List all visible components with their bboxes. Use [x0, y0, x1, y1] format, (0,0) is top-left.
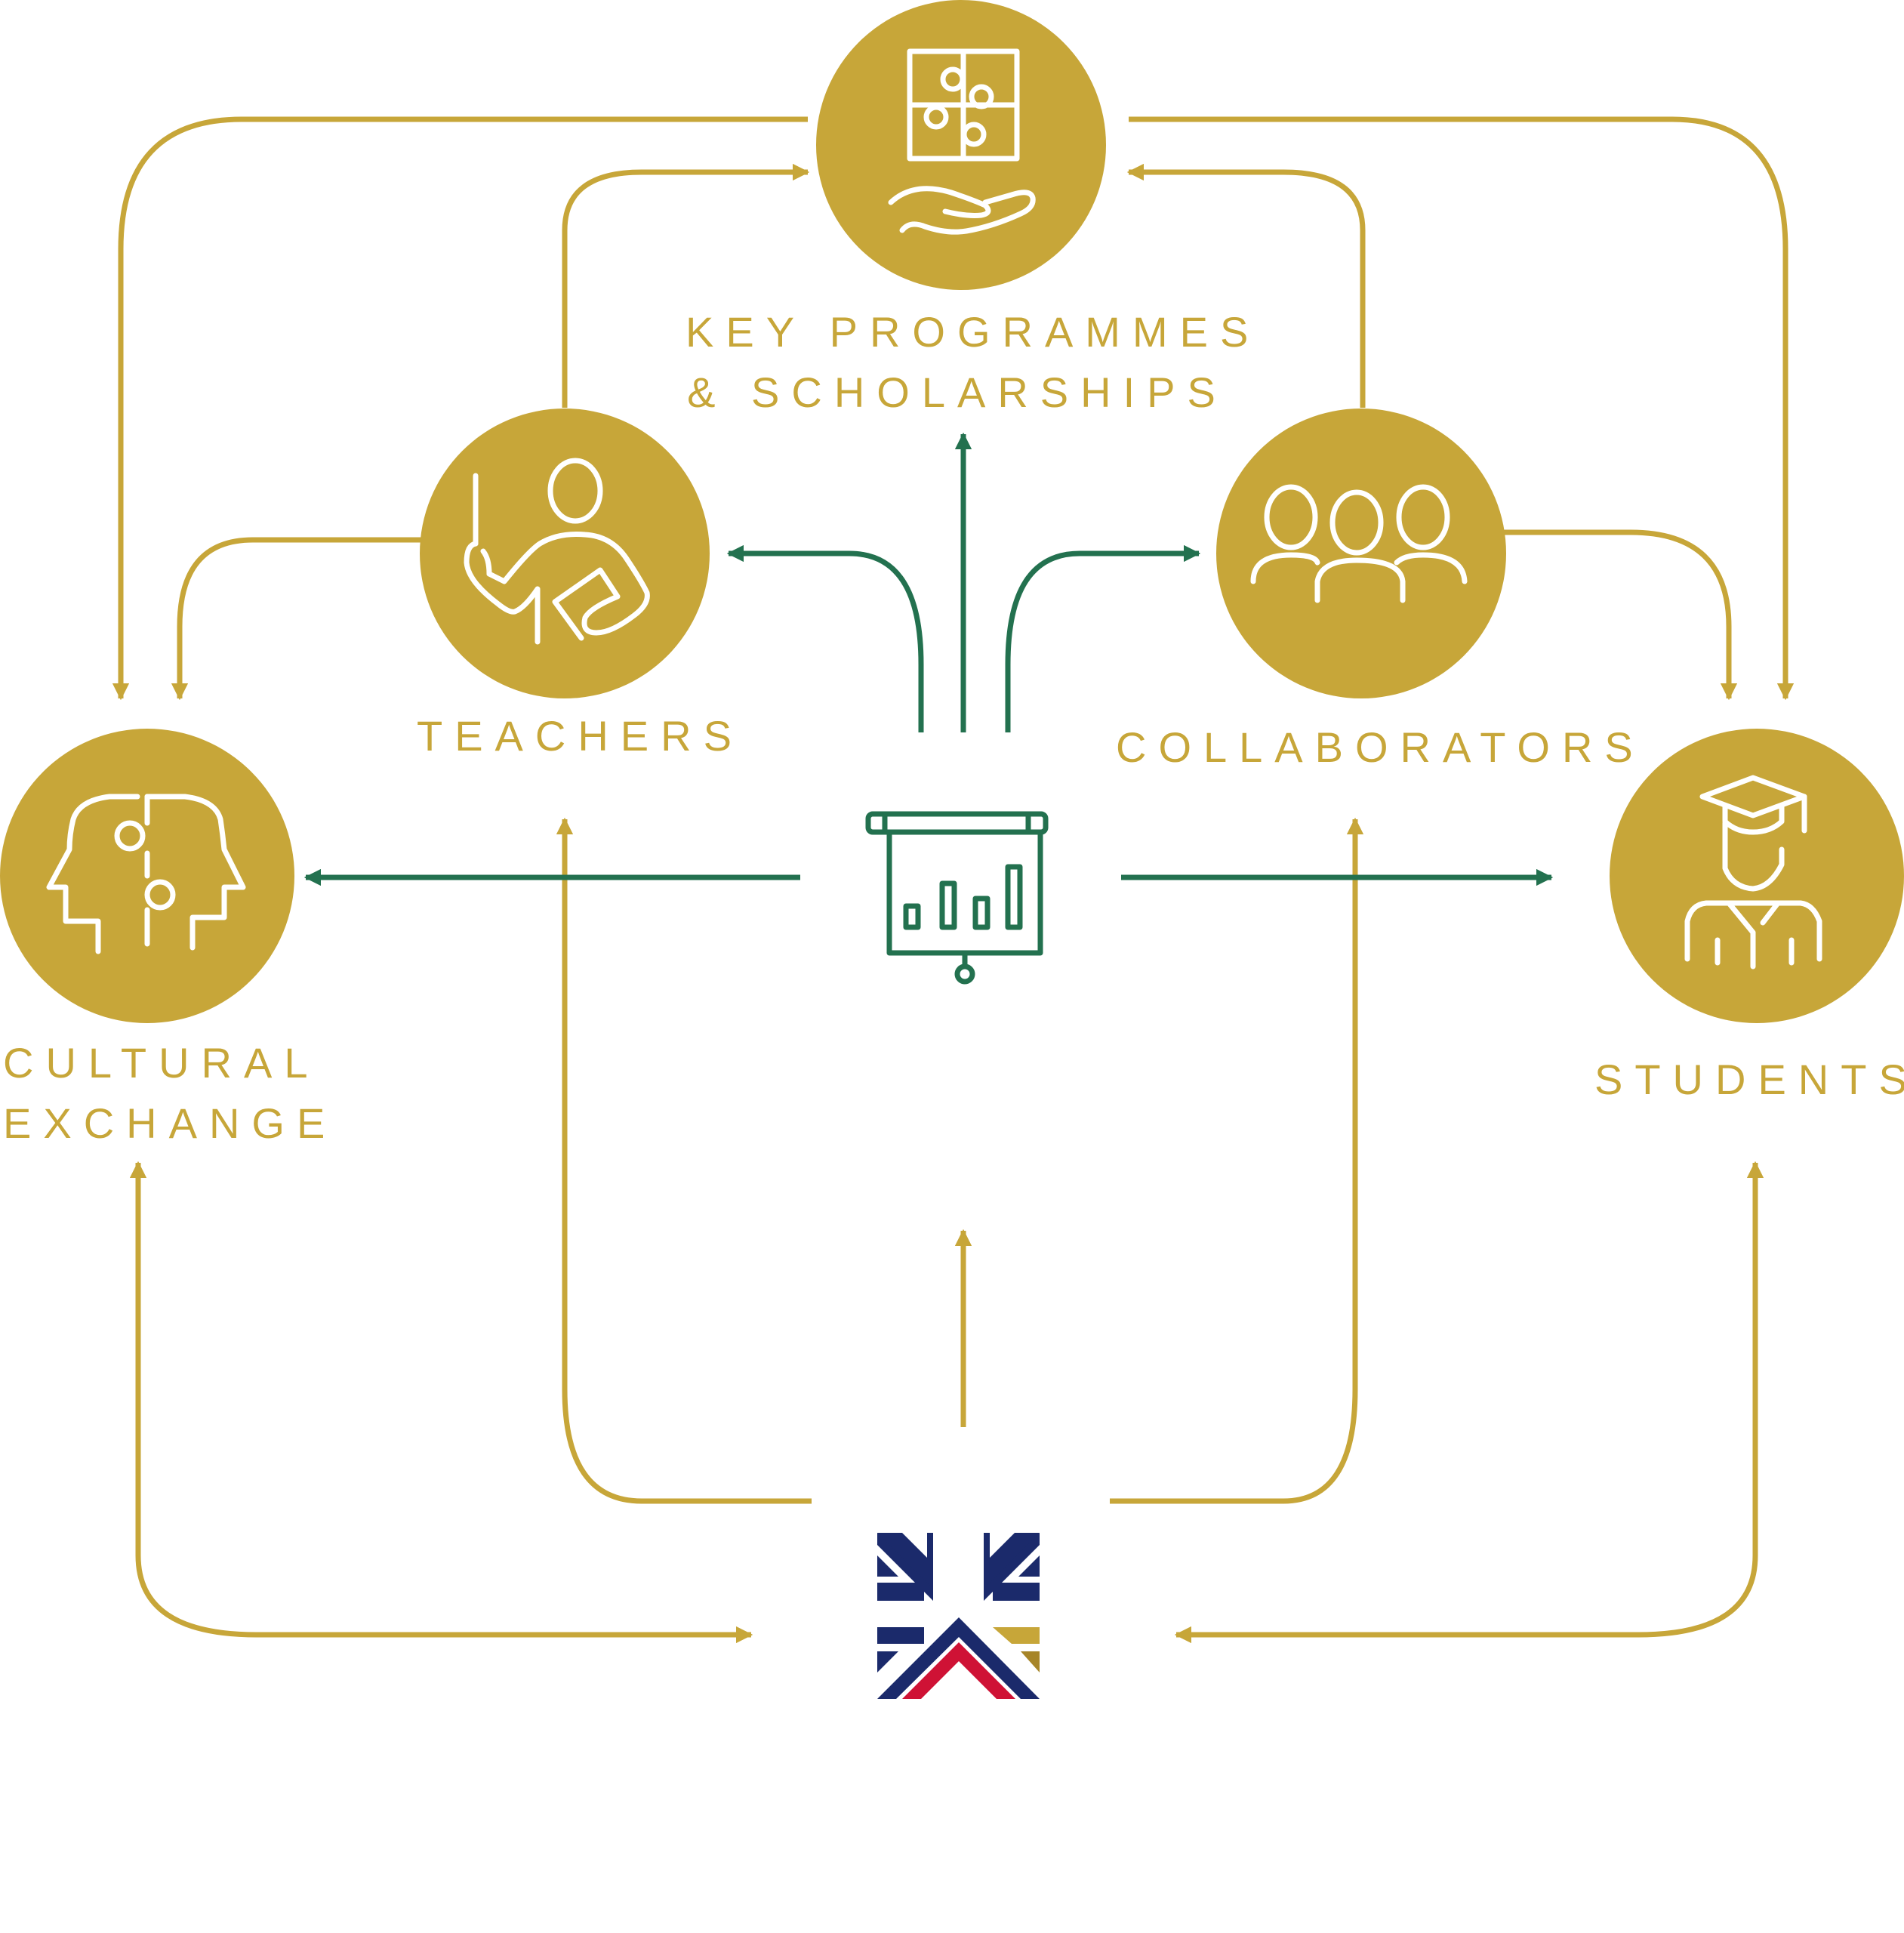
connector-teachers-to-key	[562, 163, 810, 408]
students-label: STUDENTS	[1594, 1056, 1904, 1103]
green-connectors	[303, 432, 1554, 886]
node-key-programmes	[816, 0, 1106, 290]
teachers-label: TEACHERS	[417, 712, 744, 760]
connector-cultural-to-logo	[135, 1167, 753, 1644]
gold-connectors	[112, 116, 1795, 1644]
heads-puzzle-icon	[46, 794, 246, 954]
teacher-pointer-icon	[464, 458, 650, 645]
cultural-exchange-label-line2: EXCHANGE	[3, 1099, 337, 1147]
cultural-exchange-label-line1: CULTURAL	[3, 1039, 320, 1087]
group-people-icon	[1250, 484, 1468, 603]
connector-logo-to-collab	[1110, 817, 1364, 1504]
key-programmes-label: KEY PROGRAMMES & SCHOLARSHIPS	[686, 302, 1261, 423]
connector-collab-to-students	[1502, 529, 1738, 701]
cultural-exchange-label: CULTURAL EXCHANGE	[3, 1033, 337, 1154]
connector-outer-left	[112, 116, 808, 701]
connector-collab-to-key	[1126, 163, 1366, 408]
node-collaborators	[1216, 408, 1506, 698]
connector-logo-to-teachers	[556, 817, 812, 1504]
node-students	[1610, 729, 1904, 1023]
collaborators-label: COLLABORATORS	[1116, 723, 1645, 771]
presentation-board-icon	[865, 811, 1049, 985]
graduate-icon	[1684, 775, 1822, 970]
connector-students-to-logo	[1174, 1167, 1758, 1644]
puzzle-hand-icon	[888, 48, 1036, 235]
connector-teachers-to-cultural	[171, 537, 423, 701]
node-cultural-exchange	[0, 729, 294, 1023]
connector-center-to-teachers	[726, 544, 924, 732]
node-teachers	[420, 408, 710, 698]
key-programmes-label-line1: KEY PROGRAMMES	[686, 308, 1261, 356]
british-council-logo-icon	[877, 1533, 1040, 1699]
connector-outer-right	[1129, 116, 1795, 701]
connector-center-to-collab	[1005, 544, 1201, 732]
key-programmes-label-line2: & SCHOLARSHIPS	[687, 368, 1228, 416]
